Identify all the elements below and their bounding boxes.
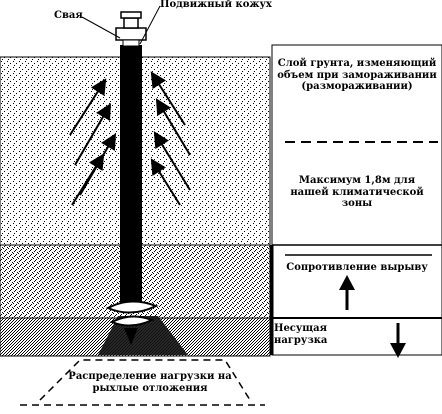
- pile-label: Свая: [54, 10, 83, 21]
- screw-blade: [105, 300, 159, 314]
- heave-arrow-icon: [150, 71, 191, 206]
- load-distribution-label: Распределение нагрузки на рыхлые отложен…: [68, 371, 232, 394]
- casing-top: [115, 27, 147, 41]
- soil-layer-label: Слой грунта, изменяющий объем при замора…: [277, 58, 437, 92]
- load-distribution-cone: [98, 316, 188, 355]
- max-depth-label: Максимум 1,8м для нашей климатической зо…: [290, 175, 424, 209]
- heave-arrow-icon: [69, 78, 117, 206]
- pullout-resistance-label: Сопротивление вырыву: [286, 262, 428, 273]
- up-arrow-icon: [339, 275, 355, 310]
- pile-shaft: [120, 45, 142, 310]
- right-panel-frame: [271, 44, 442, 356]
- casing-label: Подвижный кожух: [160, 0, 272, 10]
- bearing-load-label: Несущая нагрузка: [274, 323, 328, 346]
- load-distribution-outline: [39, 359, 251, 401]
- down-arrow-icon: [390, 323, 406, 358]
